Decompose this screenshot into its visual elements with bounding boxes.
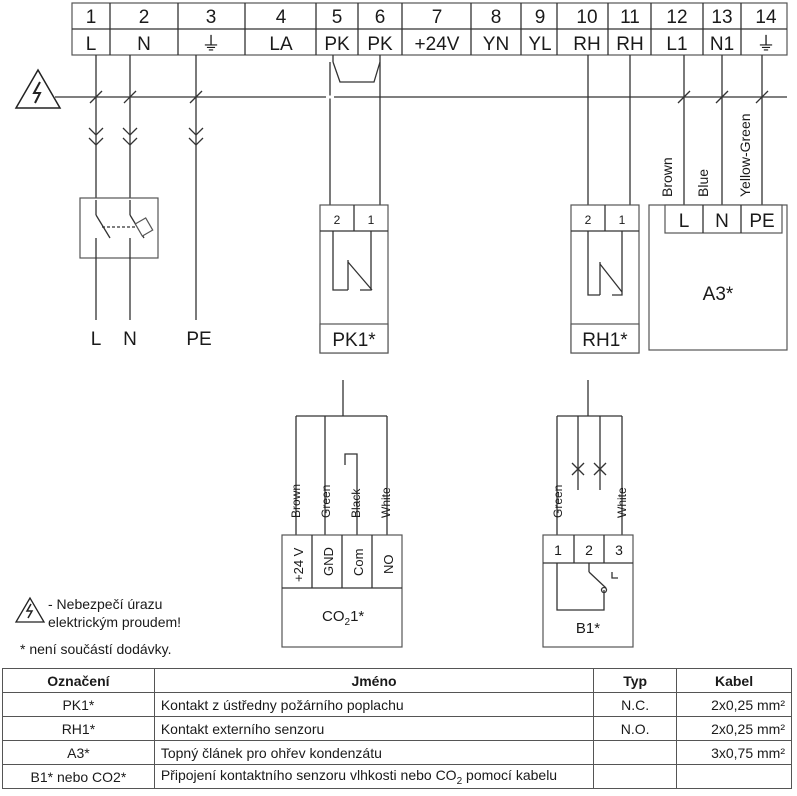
rh1-name: RH1* bbox=[582, 330, 628, 351]
b1-pin-2: 2 bbox=[585, 542, 593, 558]
row-cable: 2x0,25 mm² bbox=[676, 692, 792, 717]
terminal-number: 13 bbox=[711, 7, 732, 28]
row-name: Topný článek pro ohřev kondenzátu bbox=[153, 740, 595, 765]
terminal-number: 3 bbox=[206, 7, 217, 28]
terminal-label: L bbox=[86, 34, 97, 55]
row-cable bbox=[676, 764, 792, 789]
terminal-number: 11 bbox=[620, 7, 640, 28]
b1-sensor: Green White 1 2 3 B1* bbox=[542, 380, 634, 648]
wiring-diagram: 1L2N3⏚4LA5PK6PK7+24V8YN9YL10RH11RH12L113… bbox=[14, 2, 788, 648]
co2-name: CO21* bbox=[322, 608, 364, 628]
pk1-pin1: 1 bbox=[368, 213, 375, 227]
row-cable: 3x0,75 mm² bbox=[676, 740, 792, 765]
main-switch bbox=[79, 197, 159, 259]
b1-wire-green: Green bbox=[551, 485, 565, 518]
row-id: A3* bbox=[2, 740, 155, 765]
terminal-label: PK bbox=[324, 34, 350, 55]
row-name: Kontakt z ústředny požárního poplachu bbox=[153, 692, 595, 717]
a3-wire-blue: Blue bbox=[695, 169, 711, 197]
a3-name: A3* bbox=[703, 284, 734, 305]
a3-wire-yellow-green: Yellow-Green bbox=[737, 113, 753, 197]
terminal-number: 10 bbox=[576, 7, 597, 28]
legend-hazard-text-2: elektrickým proudem! bbox=[48, 614, 182, 630]
header-designation: Označení bbox=[2, 668, 155, 693]
table-header-row: Označení Jméno Typ Kabel bbox=[2, 668, 792, 693]
co2-wire-white: White bbox=[379, 487, 393, 518]
terminal-label: YL bbox=[528, 34, 551, 55]
co2-pin-gnd: GND bbox=[321, 547, 336, 576]
parts-table: Označení Jméno Typ Kabel PK1* Kontakt z … bbox=[2, 668, 792, 789]
a3-heater: Brown Blue Yellow-Green L N PE A3* bbox=[648, 55, 788, 351]
terminal-number: 1 bbox=[86, 7, 97, 28]
row-name: Kontakt externího senzoru bbox=[153, 716, 595, 741]
row-type bbox=[593, 740, 678, 765]
table-row: RH1* Kontakt externího senzoru N.O. 2x0,… bbox=[2, 716, 792, 741]
a3-wire-brown: Brown bbox=[659, 157, 675, 197]
terminal-label: N1 bbox=[710, 34, 734, 55]
co2-wire-brown: Brown bbox=[289, 484, 303, 518]
supply-n-label: N bbox=[123, 329, 137, 350]
pk1-name: PK1* bbox=[332, 330, 376, 351]
table-row: PK1* Kontakt z ústředny požárního poplac… bbox=[2, 692, 792, 717]
row-cable: 2x0,25 mm² bbox=[676, 716, 792, 741]
b1-pin-3: 3 bbox=[615, 542, 623, 558]
pk1-pin2: 2 bbox=[334, 213, 341, 227]
row-type: N.C. bbox=[593, 692, 678, 717]
terminal-label: PK bbox=[367, 34, 393, 55]
header-type: Typ bbox=[593, 668, 678, 693]
co2-pin-no: NO bbox=[381, 555, 396, 575]
row-type: N.O. bbox=[593, 716, 678, 741]
co2-wire-green: Green bbox=[319, 485, 333, 518]
legend-hazard-text-1: - Nebezpečí úrazu bbox=[48, 596, 163, 612]
table-row: B1* nebo CO2* Připojení kontaktního senz… bbox=[2, 764, 792, 789]
row-id: B1* nebo CO2* bbox=[2, 764, 155, 789]
legend-hazard-icon bbox=[14, 596, 46, 623]
hazard-warning-icon bbox=[14, 68, 62, 109]
terminal-label: +24V bbox=[415, 34, 460, 55]
terminal-label: L1 bbox=[666, 34, 687, 55]
rh1-contact: 2 1 RH1* bbox=[570, 55, 640, 354]
co2-wire-black: Black bbox=[349, 488, 363, 518]
co2-pin-24v: +24 V bbox=[291, 547, 306, 582]
terminal-number: 7 bbox=[432, 7, 443, 28]
supply-section: L N PE bbox=[79, 55, 212, 350]
supply-l-label: L bbox=[91, 329, 102, 350]
header-name: Jméno bbox=[153, 668, 595, 693]
terminal-number: 6 bbox=[375, 7, 386, 28]
table-row: A3* Topný článek pro ohřev kondenzátu 3x… bbox=[2, 740, 792, 765]
terminal-label: LA bbox=[269, 34, 293, 55]
terminal-label: ⏚ bbox=[201, 34, 220, 55]
rh1-pin1: 1 bbox=[619, 213, 626, 227]
co2-sensor: Brown Green Black White +24 V GND Com NO… bbox=[281, 380, 403, 648]
terminal-number: 5 bbox=[332, 7, 343, 28]
row-name: Připojení kontaktního senzoru vlhkosti n… bbox=[153, 764, 595, 789]
legend-not-included: * není součástí dodávky. bbox=[20, 641, 172, 657]
terminal-number: 4 bbox=[276, 7, 287, 28]
terminal-label: N bbox=[137, 34, 151, 55]
co2-pin-com: Com bbox=[351, 549, 366, 576]
terminal-label: RH bbox=[616, 34, 643, 55]
terminal-number: 2 bbox=[139, 7, 150, 28]
b1-name: B1* bbox=[576, 620, 600, 637]
b1-wire-white: White bbox=[615, 487, 629, 518]
b1-pin-1: 1 bbox=[554, 542, 562, 558]
terminal-label: ⏚ bbox=[756, 34, 775, 55]
rh1-pin2: 2 bbox=[585, 213, 592, 227]
a3-pin-n: N bbox=[715, 211, 729, 232]
a3-pin-l: L bbox=[679, 211, 690, 232]
terminal-number: 8 bbox=[491, 7, 502, 28]
terminal-label: YN bbox=[483, 34, 509, 55]
terminal-number: 12 bbox=[666, 7, 687, 28]
terminal-number: 9 bbox=[535, 7, 546, 28]
a3-pin-pe: PE bbox=[749, 211, 774, 232]
row-id: RH1* bbox=[2, 716, 155, 741]
row-type bbox=[593, 764, 678, 789]
row-id: PK1* bbox=[2, 692, 155, 717]
supply-pe-label: PE bbox=[186, 329, 211, 350]
pk1-contact: 2 1 PK1* bbox=[319, 55, 389, 354]
terminal-label: RH bbox=[573, 34, 600, 55]
header-cable: Kabel bbox=[676, 668, 792, 693]
terminal-number: 14 bbox=[755, 7, 777, 28]
